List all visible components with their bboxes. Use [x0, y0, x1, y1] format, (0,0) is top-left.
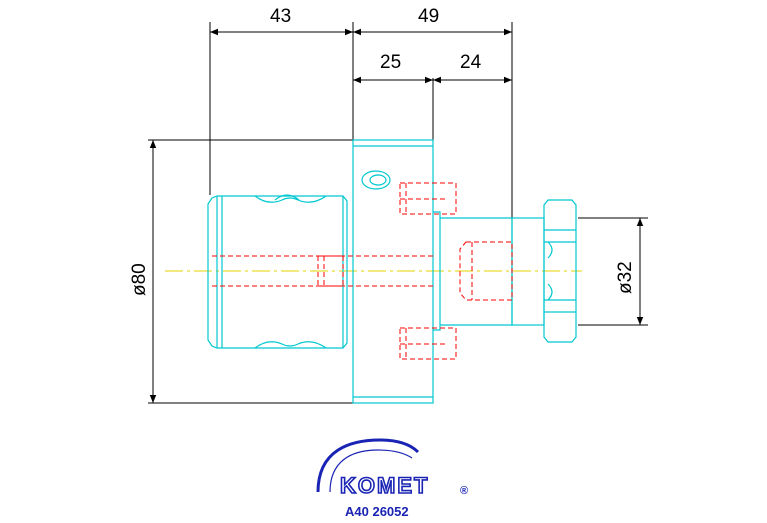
komet-arc-icon — [316, 438, 420, 493]
dimension-lines — [148, 22, 648, 404]
dim-text-43: 43 — [270, 6, 291, 27]
dim-text-80: ø80 — [129, 263, 150, 296]
registered-mark: ® — [460, 485, 468, 497]
dim-text-25: 25 — [380, 52, 401, 73]
komet-logo-text: KOMET — [340, 473, 429, 498]
part-number: A40 26052 — [345, 504, 409, 519]
dim-text-49: 49 — [418, 6, 439, 27]
shank-body — [207, 195, 348, 349]
dim-text-32: ø32 — [615, 261, 636, 294]
komet-logo: KOMET ® — [316, 438, 468, 499]
dim-text-24: 24 — [460, 52, 482, 73]
hidden-lines — [212, 182, 513, 360]
